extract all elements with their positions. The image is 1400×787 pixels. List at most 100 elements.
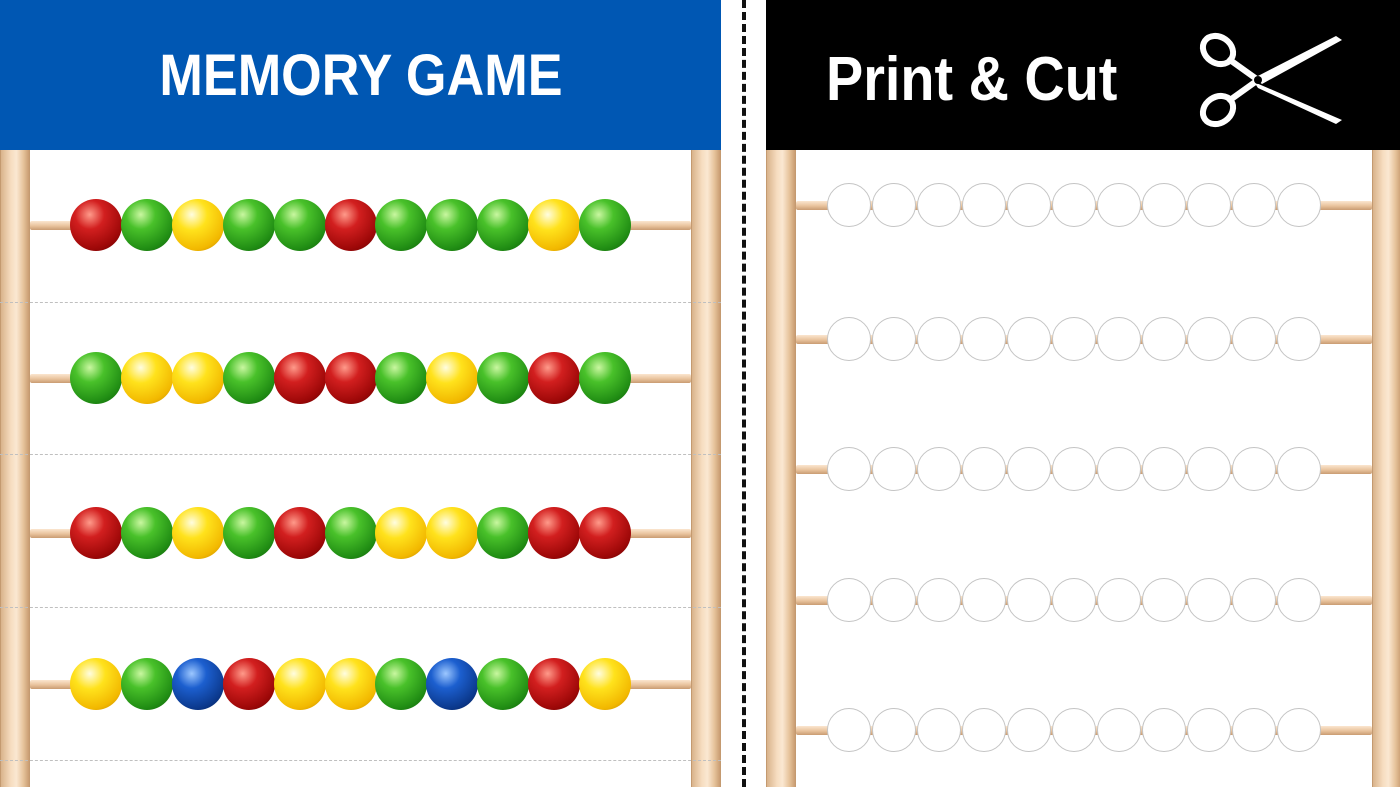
empty-bead-outline — [1232, 317, 1276, 361]
green-bead — [324, 507, 377, 559]
empty-bead-outline — [917, 317, 961, 361]
yellow-bead — [171, 352, 224, 404]
empty-bead-outline — [872, 183, 916, 227]
empty-bead-outline — [1097, 317, 1141, 361]
abacus-left-post — [0, 150, 30, 787]
empty-bead-outline — [1007, 317, 1051, 361]
empty-bead-outline — [1187, 183, 1231, 227]
empty-bead-outline — [1007, 183, 1051, 227]
empty-bead-outline — [1142, 708, 1186, 752]
empty-bead-outline — [1052, 578, 1096, 622]
blue-bead — [426, 658, 479, 710]
empty-bead-outline — [1232, 183, 1276, 227]
empty-bead-outline — [1052, 183, 1096, 227]
dashed-cut-line — [0, 454, 721, 455]
yellow-bead — [528, 199, 581, 251]
empty-bead-outline — [917, 447, 961, 491]
empty-bead-outline — [1277, 183, 1321, 227]
empty-bead-outline — [1187, 578, 1231, 622]
dashed-cut-line — [0, 302, 721, 303]
empty-bead-outline — [872, 447, 916, 491]
empty-bead-outline — [1097, 183, 1141, 227]
empty-bead-outline — [1187, 447, 1231, 491]
print-cut-panel: Print & Cut — [766, 0, 1400, 787]
yellow-bead — [171, 507, 224, 559]
blue-bead — [171, 658, 224, 710]
empty-bead-outline — [1142, 578, 1186, 622]
empty-bead-outline — [827, 578, 871, 622]
empty-bead-outline — [917, 183, 961, 227]
empty-bead-outline — [1007, 447, 1051, 491]
red-bead — [579, 507, 631, 559]
empty-bead-outline — [1142, 183, 1186, 227]
empty-bead-outline — [962, 708, 1006, 752]
empty-bead-outline — [1187, 708, 1231, 752]
empty-bead-outline — [917, 578, 961, 622]
empty-bead-outline — [1097, 708, 1141, 752]
print-cut-header: Print & Cut — [766, 0, 1400, 150]
green-bead — [375, 352, 428, 404]
abacus-right-post — [691, 150, 721, 787]
empty-bead-outline — [827, 708, 871, 752]
dashed-cut-line — [0, 760, 721, 761]
empty-bead-outline — [1052, 447, 1096, 491]
yellow-bead — [171, 199, 224, 251]
red-bead — [528, 658, 581, 710]
yellow-bead — [375, 507, 428, 559]
green-bead — [222, 507, 275, 559]
empty-bead-outline — [1052, 317, 1096, 361]
green-bead — [222, 352, 275, 404]
green-bead — [477, 507, 530, 559]
yellow-bead — [579, 658, 631, 710]
green-bead — [477, 199, 530, 251]
memory-game-title: MEMORY GAME — [158, 42, 563, 108]
red-bead — [70, 507, 122, 559]
green-bead — [120, 507, 173, 559]
memory-game-header: MEMORY GAME — [0, 0, 721, 150]
green-bead — [375, 199, 428, 251]
abacus-right-post — [1372, 150, 1400, 787]
empty-bead-outline — [1277, 447, 1321, 491]
red-bead — [273, 352, 326, 404]
abacus-left-post — [766, 150, 796, 787]
green-bead — [222, 199, 275, 251]
empty-bead-outline — [962, 317, 1006, 361]
empty-bead-outline — [1232, 447, 1276, 491]
empty-bead-outline — [1277, 708, 1321, 752]
red-bead — [70, 199, 122, 251]
empty-bead-outline — [1097, 447, 1141, 491]
empty-bead-outline — [827, 317, 871, 361]
green-bead — [70, 352, 122, 404]
empty-bead-outline — [1007, 708, 1051, 752]
red-bead — [324, 352, 377, 404]
dashed-cut-line — [0, 607, 721, 608]
yellow-bead — [120, 352, 173, 404]
green-bead — [120, 658, 173, 710]
empty-bead-outline — [1187, 317, 1231, 361]
empty-bead-outline — [827, 183, 871, 227]
empty-bead-outline — [1232, 578, 1276, 622]
red-bead — [528, 507, 581, 559]
empty-bead-outline — [1232, 708, 1276, 752]
empty-bead-outline — [962, 447, 1006, 491]
green-bead — [579, 352, 631, 404]
green-bead — [273, 199, 326, 251]
empty-bead-outline — [872, 578, 916, 622]
red-bead — [528, 352, 581, 404]
yellow-bead — [70, 658, 122, 710]
empty-bead-outline — [1052, 708, 1096, 752]
empty-bead-outline — [1007, 578, 1051, 622]
yellow-bead — [324, 658, 377, 710]
empty-bead-outline — [1277, 317, 1321, 361]
empty-bead-outline — [1142, 447, 1186, 491]
yellow-bead — [426, 507, 479, 559]
scissors-icon — [1199, 32, 1342, 128]
red-bead — [222, 658, 275, 710]
empty-bead-outline — [917, 708, 961, 752]
green-bead — [477, 352, 530, 404]
empty-bead-outline — [1142, 317, 1186, 361]
green-bead — [426, 199, 479, 251]
red-bead — [273, 507, 326, 559]
empty-bead-outline — [962, 578, 1006, 622]
empty-bead-outline — [1097, 578, 1141, 622]
